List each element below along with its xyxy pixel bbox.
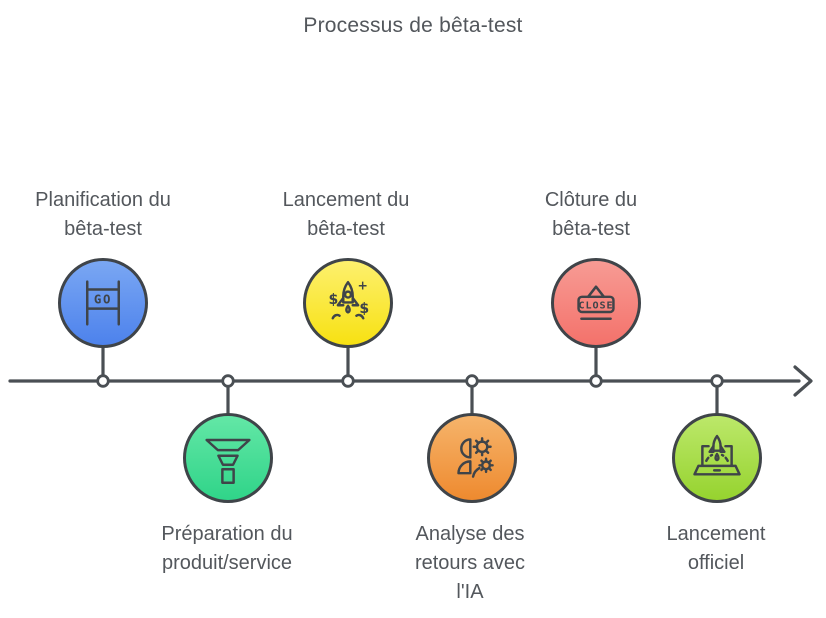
timeline-node (710, 374, 724, 388)
milestone-circle-preparation (183, 413, 273, 503)
milestone-label-preparation: Préparation du produit/service (161, 523, 293, 574)
funnel-icon (205, 438, 251, 484)
milestone-label-cloture: Clôture du bêta-test (544, 189, 638, 240)
rocket-money-icon: $ $ + (328, 279, 369, 320)
svg-text:CLOSE: CLOSE (579, 300, 614, 311)
milestone-circle-analyse (427, 413, 517, 503)
milestone-label-planification: Planification du bêta-test (35, 189, 171, 240)
milestone-circle-cloture: CLOSE (551, 258, 641, 348)
timeline-arrow-icon (793, 365, 813, 397)
milestone-label-analyse: Analyse des retours avec l'IA (414, 523, 526, 603)
svg-text:$: $ (359, 301, 369, 317)
timeline-node (341, 374, 355, 388)
page-title: Processus de bêta-test (303, 14, 523, 37)
go-sign-icon: GO (86, 280, 120, 326)
timeline-node (589, 374, 603, 388)
timeline-node (96, 374, 110, 388)
milestone-circle-lancement-officiel (672, 413, 762, 503)
laptop-rocket-icon (693, 434, 741, 476)
milestone-circle-lancement-beta: $ $ + (303, 258, 393, 348)
svg-text:+: + (357, 279, 367, 293)
svg-text:$: $ (328, 292, 338, 308)
svg-text:GO: GO (94, 293, 112, 307)
timeline-node (465, 374, 479, 388)
person-gear-icon (457, 437, 494, 478)
milestone-label-lancement-officiel: Lancement officiel (666, 523, 766, 574)
milestone-circle-planification: GO (58, 258, 148, 348)
timeline-stems (101, 343, 719, 419)
close-sign-icon: CLOSE (577, 285, 615, 320)
milestone-label-lancement-beta: Lancement du bêta-test (282, 189, 410, 240)
timeline-node (221, 374, 235, 388)
